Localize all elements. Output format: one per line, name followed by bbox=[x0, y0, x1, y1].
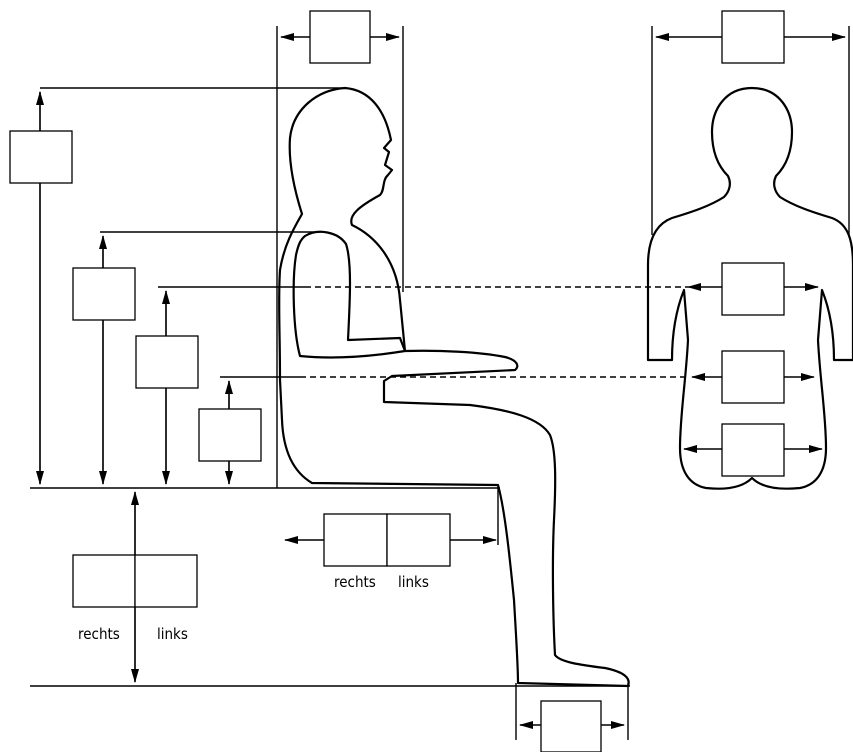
seat-height-label-right: rechts bbox=[78, 625, 120, 643]
chest-height-box bbox=[135, 335, 199, 389]
waist-width-box bbox=[721, 350, 785, 404]
seat-depth-label-right: rechts bbox=[334, 573, 376, 591]
side-view-arm bbox=[292, 230, 407, 359]
body-depth-box bbox=[309, 10, 371, 64]
hip-width-box bbox=[721, 423, 785, 477]
elbow-height-box bbox=[198, 408, 262, 462]
seat-depth-box-right bbox=[323, 513, 388, 567]
shoulder-width-box bbox=[721, 10, 785, 64]
shoulder-height-box bbox=[72, 267, 136, 321]
seat-height-label-left: links bbox=[157, 625, 188, 643]
seat-height-box-right bbox=[72, 554, 136, 608]
foot-length-box bbox=[540, 700, 602, 752]
seat-height-box-left bbox=[134, 554, 198, 608]
seat-depth-label-left: links bbox=[398, 573, 429, 591]
chest-width-box bbox=[721, 262, 785, 316]
side-view-figure bbox=[278, 86, 630, 688]
seat-depth-box-left bbox=[386, 513, 451, 567]
sitting-height-box bbox=[9, 130, 73, 184]
